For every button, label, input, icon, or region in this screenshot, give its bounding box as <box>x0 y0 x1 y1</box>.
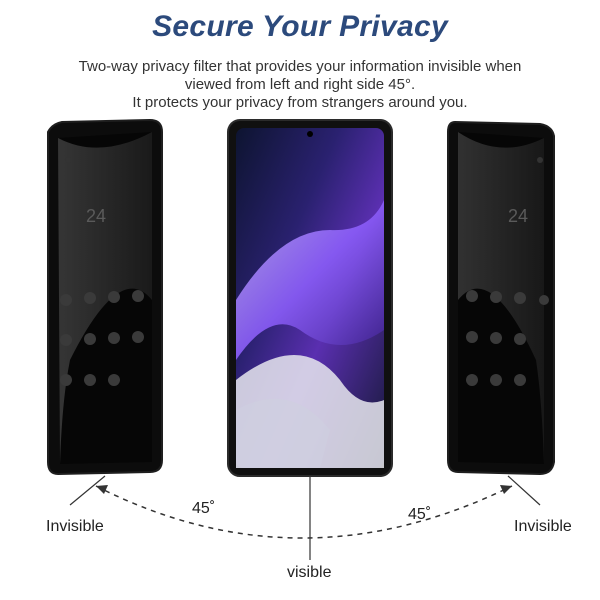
center-wallpaper-wave <box>236 200 384 360</box>
label-invisible-left: Invisible <box>46 518 104 535</box>
subtitle-line: It protects your privacy from strangers … <box>132 94 468 111</box>
left-phone-icons <box>60 290 144 386</box>
label-invisible-right: Invisible <box>514 518 572 535</box>
label-visible: visible <box>287 564 332 581</box>
subtitle: Two-way privacy filter that provides you… <box>30 58 570 112</box>
arrow-right-icon <box>500 485 512 494</box>
left-phone-clock: 24 <box>86 206 106 226</box>
subtitle-line: viewed from left and right side 45°. <box>184 76 416 93</box>
angle-arc <box>95 485 513 539</box>
subtitle-line: Two-way privacy filter that provides you… <box>78 58 522 75</box>
left-pointer-line <box>69 475 106 506</box>
right-phone-icons <box>466 290 549 386</box>
center-camera-icon <box>307 131 313 137</box>
right-phone-clock: 24 <box>508 206 528 226</box>
center-wallpaper-shade <box>236 398 330 468</box>
left-camera-icon <box>65 157 71 163</box>
left-phone: 24 <box>47 118 163 476</box>
arrow-left-icon <box>96 485 108 494</box>
page-title: Secure Your Privacy <box>152 10 448 43</box>
right-pointer-line <box>507 475 541 506</box>
right-camera-icon <box>537 157 543 163</box>
left-privacy-glare <box>58 132 152 464</box>
label-angle-left: 45˚ <box>192 500 216 517</box>
center-phone <box>227 119 393 560</box>
right-phone: 24 <box>447 120 555 476</box>
label-angle-right: 45˚ <box>408 506 432 523</box>
